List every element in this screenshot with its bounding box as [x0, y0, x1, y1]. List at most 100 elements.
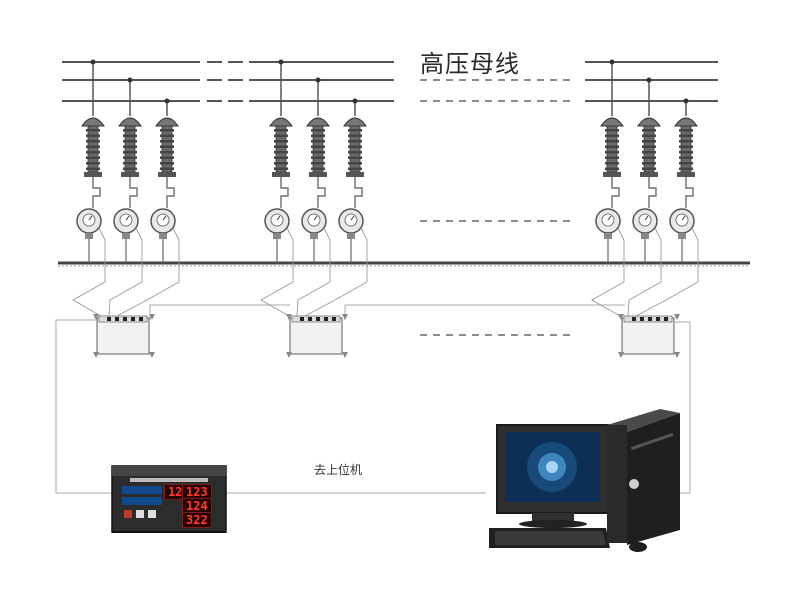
arrester-cap: [306, 117, 330, 127]
controller-readout-c: 124: [182, 498, 212, 514]
arrester-shed: [123, 134, 137, 137]
counter-mount: [273, 233, 281, 239]
arrester-shed: [274, 156, 288, 159]
terminal-icon: [300, 317, 304, 321]
arrester-shed: [274, 167, 288, 170]
terminal-icon: [308, 317, 312, 321]
arrester-bay: [591, 59, 699, 317]
arrester-shed: [348, 156, 362, 159]
arrester-shed: [86, 167, 100, 170]
arrester-shed: [123, 151, 137, 154]
arrester-shed: [311, 156, 325, 159]
lead-wire: [280, 177, 289, 208]
signal-lead: [296, 227, 331, 317]
mount-bracket: [342, 352, 348, 358]
signal-lead: [260, 227, 294, 317]
arrester-shed: [605, 129, 619, 132]
bus-junction: [609, 59, 615, 65]
counter-needle: [313, 215, 318, 221]
terminal-icon: [324, 317, 328, 321]
sensor-boxes: [93, 314, 680, 358]
mount-bracket: [149, 314, 155, 320]
counter-needle: [644, 215, 649, 221]
arrester-shed: [274, 134, 288, 137]
busbar-lines: [62, 61, 718, 102]
mount-bracket: [618, 314, 624, 320]
arrester-shed: [123, 129, 137, 132]
terminal-icon: [316, 317, 320, 321]
arrester-shed: [642, 140, 656, 143]
arrester-body: [643, 125, 655, 173]
mount-bracket: [93, 314, 99, 320]
arrester-shed: [348, 134, 362, 137]
arrester-body: [349, 125, 361, 173]
counter-mount: [122, 233, 130, 239]
terminal-icon: [115, 317, 119, 321]
lead-wire: [129, 177, 138, 208]
terminal-icon: [332, 317, 336, 321]
counter-needle: [162, 215, 167, 221]
arrester-shed: [679, 129, 693, 132]
arrester-shed: [679, 145, 693, 148]
arrester-shed: [348, 167, 362, 170]
arrester-shed: [160, 134, 174, 137]
counter-mount: [347, 233, 355, 239]
arrester-base: [121, 172, 139, 177]
arrester-shed: [679, 140, 693, 143]
arrester-bay: [260, 59, 368, 317]
terminal-icon: [139, 317, 143, 321]
arrester-shed: [160, 151, 174, 154]
arrester-shed: [160, 145, 174, 148]
terminal-icon: [123, 317, 127, 321]
arrester-shed: [679, 134, 693, 137]
sensor-box-body: [96, 317, 150, 355]
mount-bracket: [674, 352, 680, 358]
counter-mount: [604, 233, 612, 239]
arrester-shed: [605, 140, 619, 143]
arrester-shed: [679, 167, 693, 170]
counter-mount: [310, 233, 318, 239]
bus-junction: [164, 98, 170, 104]
arrester-cap: [637, 117, 661, 127]
uplink-label: 去上位机: [314, 463, 363, 477]
arrester-shed: [86, 156, 100, 159]
arrester-shed: [160, 156, 174, 159]
counter-mount: [641, 233, 649, 239]
busbar-ellipsis: [420, 79, 570, 336]
signal-lead: [108, 227, 143, 317]
arrester-body: [275, 125, 287, 173]
arrester-shed: [123, 167, 137, 170]
arrester-shed: [605, 162, 619, 165]
arrester-cap: [674, 117, 698, 127]
arrester-shed: [642, 129, 656, 132]
counter-needle: [125, 215, 130, 221]
arrester-body: [312, 125, 324, 173]
mount-bracket: [618, 352, 624, 358]
arrester-base: [309, 172, 327, 177]
counter-needle: [276, 215, 281, 221]
bus-junction: [352, 98, 358, 104]
arrester-shed: [348, 145, 362, 148]
arrester-shed: [123, 162, 137, 165]
bus-junction: [278, 59, 284, 65]
arrester-shed: [605, 145, 619, 148]
controller-readout-d: 322: [182, 512, 212, 528]
lead-wire: [317, 177, 326, 208]
arrester-shed: [348, 162, 362, 165]
sensor-box-body: [621, 317, 675, 355]
arrester-shed: [348, 151, 362, 154]
arrester-shed: [679, 151, 693, 154]
counter-mount: [678, 233, 686, 239]
busbar-label: 高压母线: [420, 50, 520, 78]
signal-lead: [591, 227, 625, 317]
terminal-icon: [664, 317, 668, 321]
arrester-shed: [679, 156, 693, 159]
arrester-cap: [269, 117, 293, 127]
lead-wire: [92, 177, 101, 208]
arrester-shed: [86, 162, 100, 165]
arrester-shed: [605, 151, 619, 154]
arrester-cap: [118, 117, 142, 127]
arrester-shed: [86, 134, 100, 137]
